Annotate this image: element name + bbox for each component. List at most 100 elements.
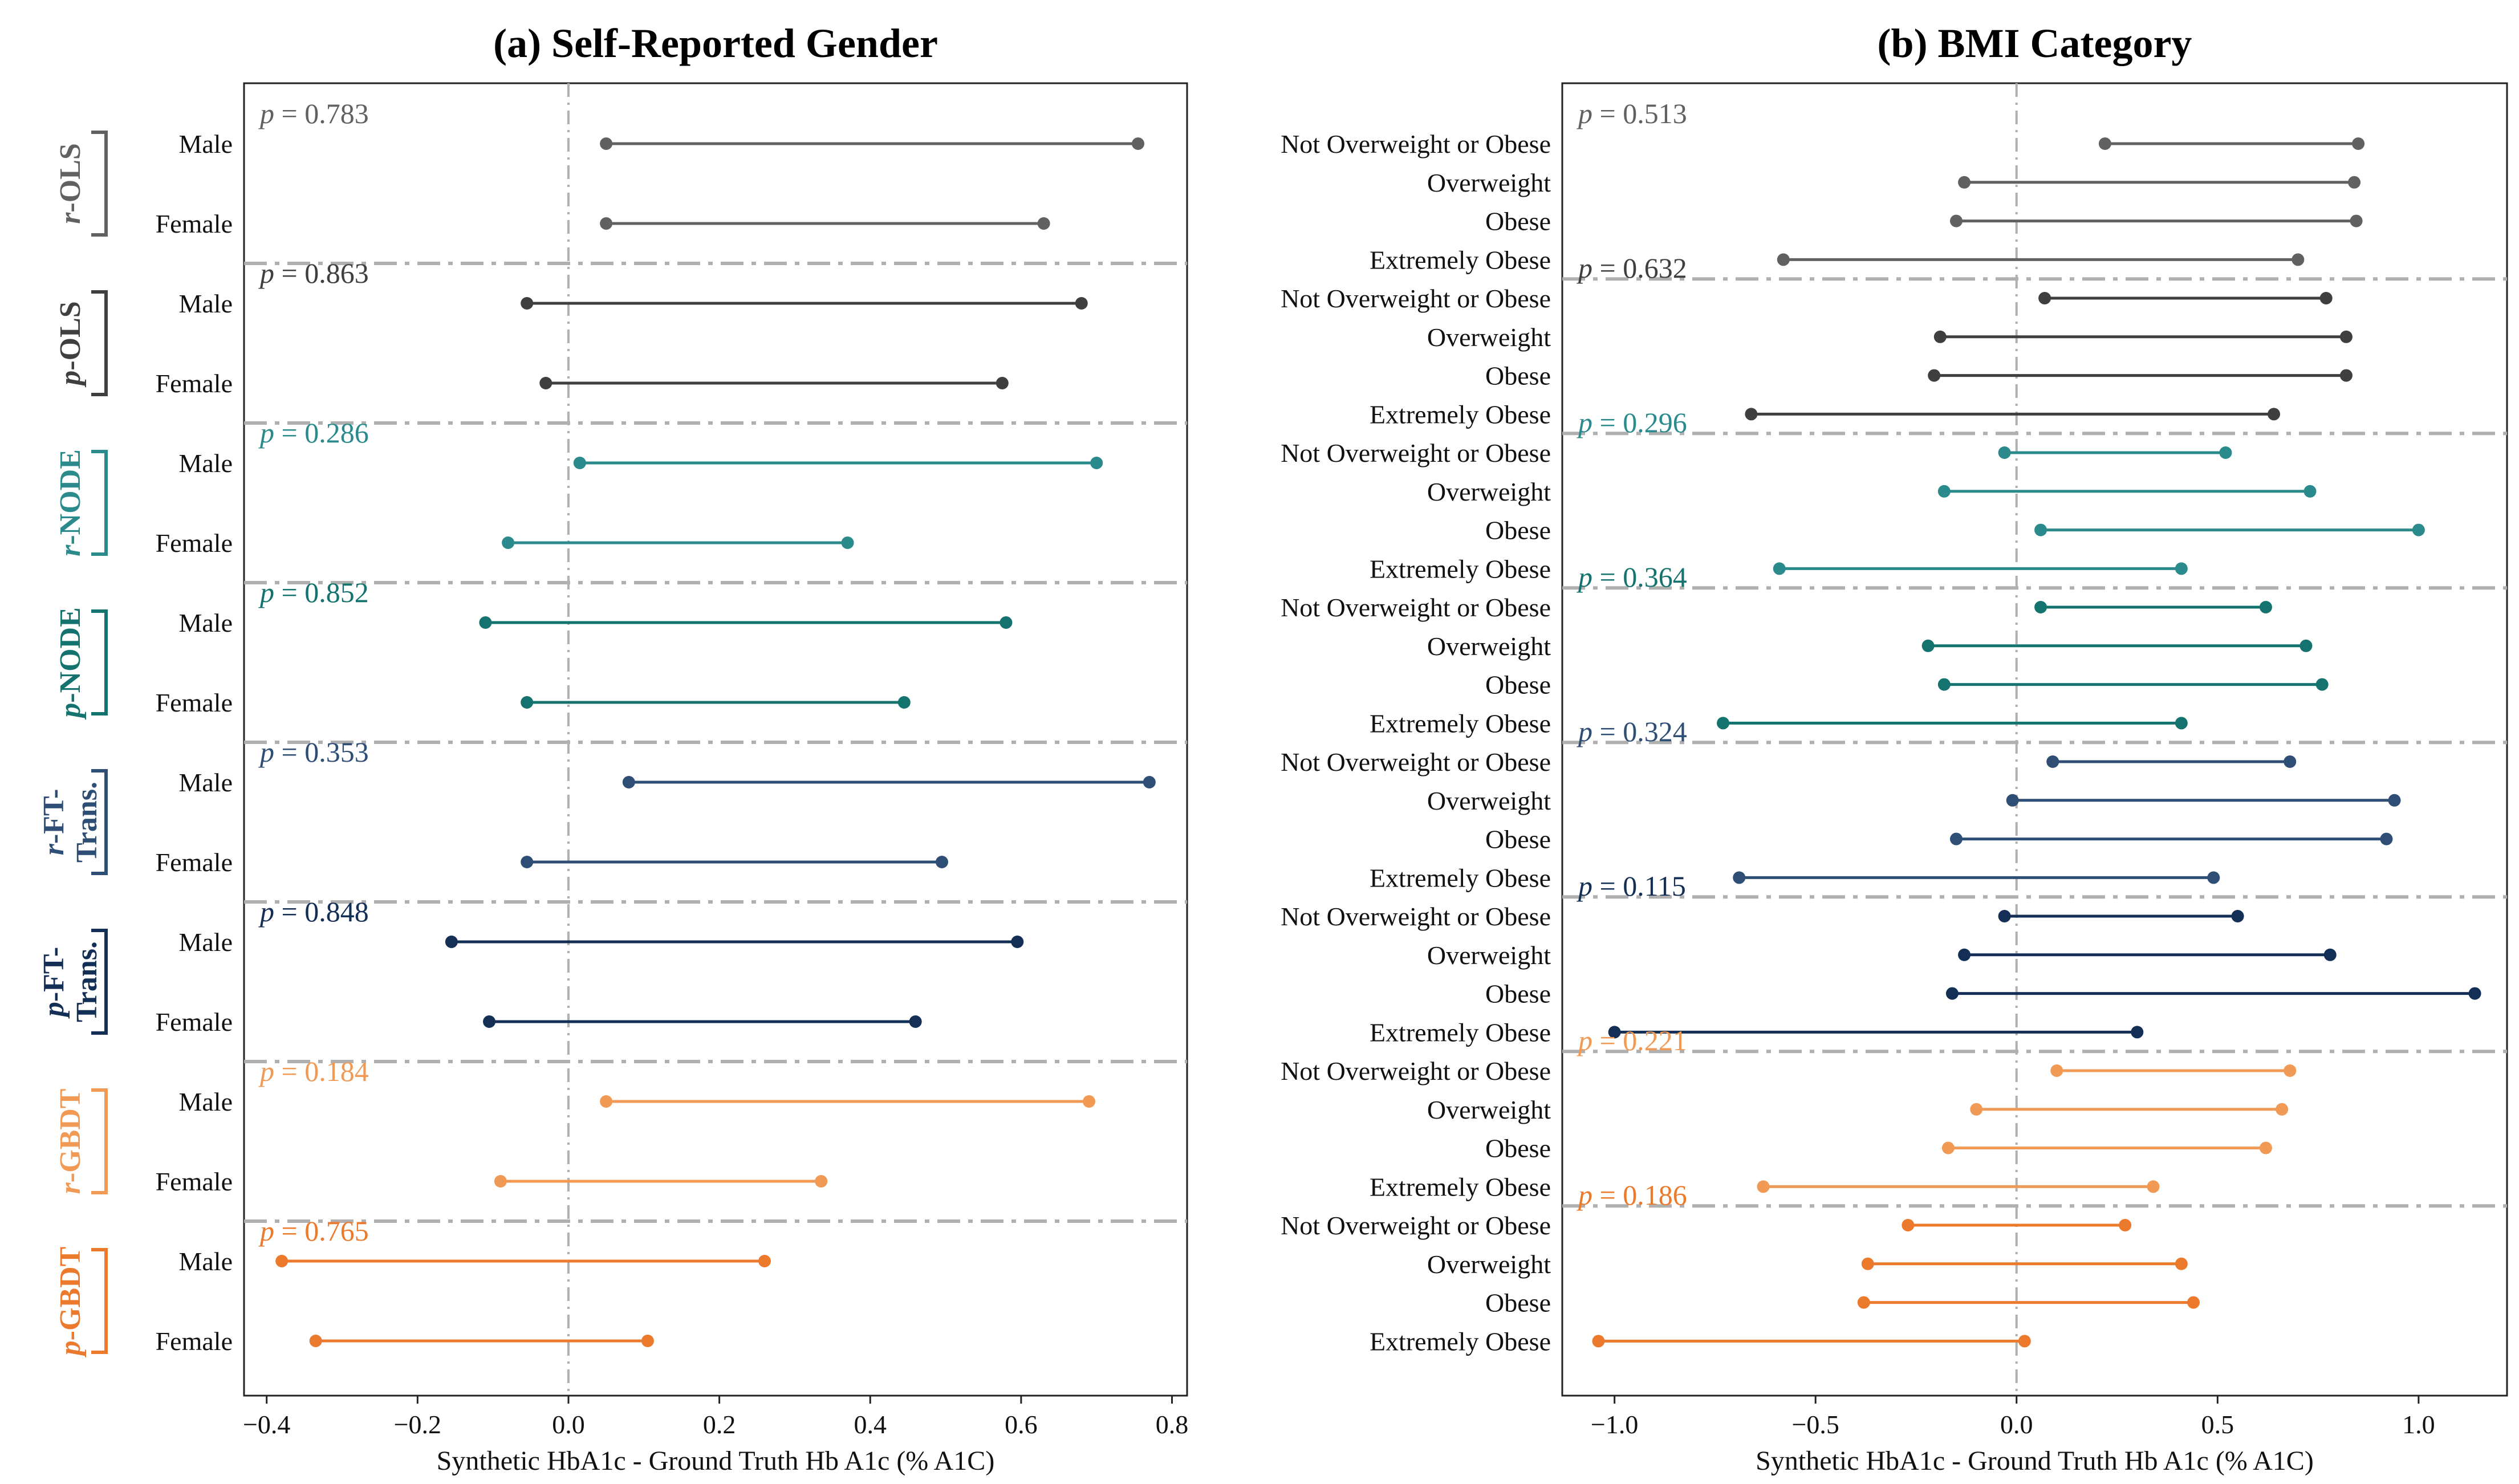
row-label: Male <box>178 289 233 318</box>
x-tick-label: 0.2 <box>703 1410 736 1439</box>
row-label: Male <box>178 449 233 478</box>
p-value-label: p = 0.115 <box>1577 870 1686 902</box>
range-high-point <box>2187 1296 2200 1309</box>
range-low-point <box>1945 987 1959 1000</box>
range-high-point <box>2284 755 2297 768</box>
row-label: Female <box>156 688 233 717</box>
p-value-label: p = 0.783 <box>258 97 369 129</box>
range-low-point <box>1608 1026 1621 1039</box>
range-high-point <box>2352 137 2365 150</box>
range-low-point <box>2034 523 2047 536</box>
row-label: Not Overweight or Obese <box>1281 593 1551 622</box>
range-low-point <box>494 1175 507 1188</box>
range-low-point <box>1958 176 1971 189</box>
range-high-point <box>2339 330 2353 343</box>
range-low-point <box>1733 871 1746 884</box>
row-label: Overweight <box>1427 477 1551 506</box>
p-value-label: p = 0.221 <box>1577 1024 1687 1056</box>
model-label: Trans. <box>71 782 103 863</box>
row-label: Obese <box>1485 361 1551 391</box>
p-value-label: p = 0.513 <box>1577 97 1687 129</box>
range-low-point <box>521 696 534 709</box>
range-high-point <box>2339 369 2353 382</box>
group-bracket <box>91 131 108 237</box>
range-low-point <box>309 1335 322 1347</box>
range-high-point <box>897 696 911 709</box>
range-low-point <box>1950 214 1963 227</box>
range-low-point <box>2046 755 2059 768</box>
row-label: Obese <box>1485 207 1551 236</box>
p-value-label: p = 0.296 <box>1577 406 1687 438</box>
row-label: Obese <box>1485 1134 1551 1163</box>
range-high-point <box>2175 562 2188 575</box>
range-low-point <box>502 536 515 549</box>
p-value-label: p = 0.765 <box>258 1215 369 1247</box>
p-value-label: p = 0.286 <box>258 417 369 449</box>
range-high-point <box>2231 910 2244 922</box>
range-low-point <box>1745 408 1758 421</box>
range-high-point <box>1090 457 1103 469</box>
range-high-point <box>2284 1064 2297 1077</box>
range-low-point <box>483 1015 496 1028</box>
row-label: Male <box>178 608 233 637</box>
range-low-point <box>600 217 613 230</box>
range-low-point <box>600 1095 613 1108</box>
group-bracket <box>91 609 108 715</box>
range-low-point <box>1717 717 1730 730</box>
plot-frame <box>1561 82 2508 1397</box>
row-label: Male <box>178 1087 233 1116</box>
range-high-point <box>2147 1180 2160 1193</box>
row-label: Not Overweight or Obese <box>1281 1056 1551 1085</box>
range-high-point <box>2292 253 2305 266</box>
row-label: Female <box>156 209 233 238</box>
range-high-point <box>996 377 1009 389</box>
range-high-point <box>1082 1095 1095 1108</box>
range-low-point <box>2038 292 2051 304</box>
range-low-point <box>1777 253 1790 266</box>
range-high-point <box>641 1335 654 1347</box>
range-high-point <box>2175 717 2188 730</box>
range-high-point <box>2018 1335 2031 1348</box>
model-label: p-GBDT <box>54 1247 87 1358</box>
range-low-point <box>1773 562 1786 575</box>
range-high-point <box>2348 176 2361 189</box>
range-low-point <box>1998 446 2011 459</box>
row-label: Extremely Obese <box>1370 863 1551 892</box>
range-low-point <box>1861 1257 1874 1270</box>
range-low-point <box>1757 1180 1770 1193</box>
p-value-label: p = 0.852 <box>258 576 369 608</box>
p-value-label: p = 0.848 <box>258 896 369 928</box>
row-label: Female <box>156 1167 233 1196</box>
range-high-point <box>2219 446 2232 459</box>
range-high-point <box>2119 1219 2132 1231</box>
row-label: Overweight <box>1427 1095 1551 1124</box>
range-low-point <box>2034 601 2047 613</box>
row-label: Obese <box>1485 825 1551 854</box>
x-tick-label: 0.4 <box>854 1410 887 1439</box>
plot-frame <box>243 82 1188 1397</box>
row-label: Not Overweight or Obese <box>1281 902 1551 931</box>
range-low-point <box>1950 832 1963 845</box>
x-tick-label: −0.2 <box>394 1410 441 1439</box>
x-tick-label: 0.5 <box>2201 1410 2234 1439</box>
p-value-label: p = 0.324 <box>1577 715 1687 747</box>
range-low-point <box>1970 1103 1983 1116</box>
range-low-point <box>1902 1219 1915 1231</box>
p-value-label: p = 0.184 <box>258 1055 369 1087</box>
x-tick-label: 0.6 <box>1005 1410 1038 1439</box>
range-low-point <box>1928 369 1941 382</box>
range-high-point <box>2315 678 2329 691</box>
range-high-point <box>2350 214 2363 227</box>
row-label: Obese <box>1485 670 1551 700</box>
row-label: Overweight <box>1427 632 1551 661</box>
row-label: Overweight <box>1427 786 1551 815</box>
range-high-point <box>2303 485 2317 498</box>
row-label: Overweight <box>1427 168 1551 197</box>
range-high-point <box>2259 1141 2272 1154</box>
range-high-point <box>1075 297 1088 310</box>
range-high-point <box>841 536 854 549</box>
range-high-point <box>1143 776 1156 788</box>
row-label: Female <box>156 1007 233 1036</box>
model-label: r-FT- <box>38 789 70 856</box>
range-high-point <box>2323 948 2337 961</box>
